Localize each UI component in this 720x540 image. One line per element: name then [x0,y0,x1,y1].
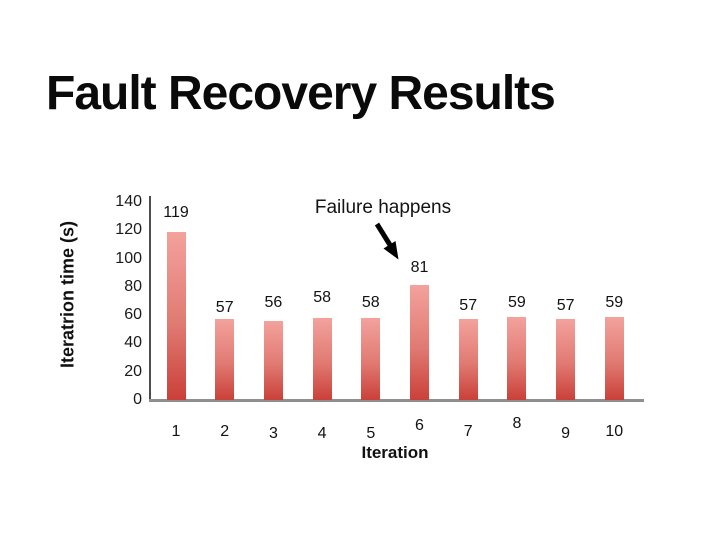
annotation-failure-happens: Failure happens [314,197,452,218]
x-tick-label: 5 [366,425,376,442]
bar [312,317,332,400]
bar-value-label: 58 [313,289,331,306]
bar-value-label: 119 [163,204,189,221]
x-tick-label: 6 [415,417,424,434]
bar [263,320,283,400]
x-tick-label: 4 [317,425,327,442]
bar-value-label: 57 [556,297,575,314]
x-tick-label: 2 [220,423,230,440]
bar [604,316,624,400]
y-tick-label: 120 [115,221,142,239]
y-tick-label: 0 [133,391,142,408]
x-tick-label: 7 [463,423,473,440]
bar-value-label: 59 [605,294,624,311]
bar [556,319,576,400]
y-tick-label: 140 [115,193,142,210]
bar-value-label: 81 [410,259,429,276]
y-tick-label: 40 [124,334,142,352]
bar-value-label: 59 [507,294,526,311]
bar [458,319,478,400]
x-tick-label: 10 [605,423,624,440]
bar-value-label: 56 [264,294,283,311]
x-axis-label: Iteration [361,443,429,462]
bar-value-label: 57 [459,297,478,314]
x-tick-label: 8 [512,415,522,432]
bar-value-label: 58 [361,294,380,311]
y-axis-line [149,196,151,401]
bar [507,316,527,400]
y-tick-label: 60 [124,306,142,324]
y-tick-label: 20 [124,362,142,380]
slide-title: Fault Recovery Results [46,67,556,120]
bar [215,319,235,400]
bar-chart: Iteratrion time (s) 0 20 40 60 80 100 120 140 1… [0,180,720,480]
x-tick-label: 9 [561,425,571,442]
bar [166,231,186,400]
x-tick-label: 3 [268,425,278,442]
y-axis-label: Iteratrion time (s) [57,220,78,369]
annotation-arrow-icon [374,222,399,260]
bar [410,285,429,400]
bar-value-label: 57 [215,299,234,316]
y-tick-label: 100 [115,249,142,267]
y-tick-label: 80 [124,277,142,295]
bar [361,317,381,400]
x-tick-label: 1 [171,423,181,440]
x-axis-line [149,399,644,402]
